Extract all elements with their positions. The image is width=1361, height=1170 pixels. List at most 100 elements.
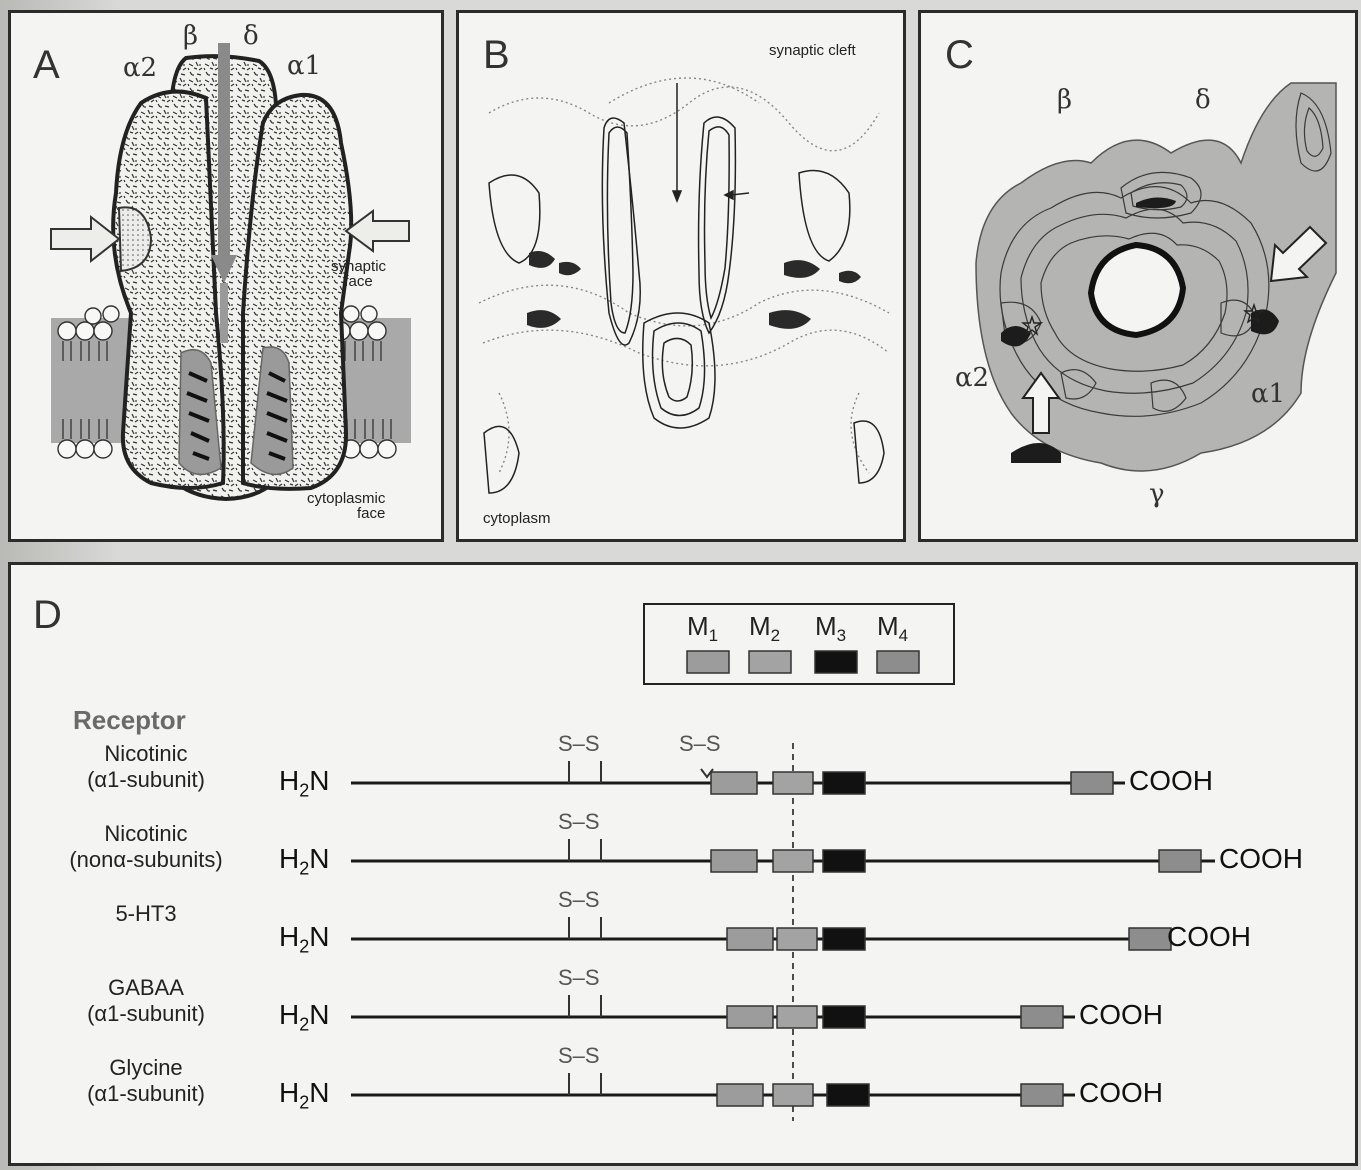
label-cytoplasmic-face: cytoplasmic face (307, 491, 385, 521)
segment-m4 (1129, 928, 1171, 950)
segment-m2 (777, 1006, 817, 1028)
receptor-heading: Receptor (73, 707, 186, 733)
n-term-rest: N (309, 999, 329, 1030)
panel-d-label: D (33, 595, 62, 635)
n-term-sub: 2 (299, 859, 309, 879)
segment-m2 (773, 850, 813, 872)
panel-a: A α2 β δ α1 synaptic face cytoplasmic fa… (8, 10, 444, 542)
label-gamma: γ (1149, 481, 1165, 507)
n-term-sub: 2 (299, 937, 309, 957)
panel-b: B synaptic cleft cytoplasm (456, 10, 906, 542)
side-density-contour-map (459, 13, 909, 545)
segment-m3 (823, 1006, 865, 1028)
legend-label-base: M (749, 611, 771, 641)
label-alpha2: α2 (955, 365, 989, 391)
segment-m3 (827, 1084, 869, 1106)
cys-loop-bridge (569, 995, 601, 1017)
label-alpha1: α1 (287, 53, 321, 79)
segment-m3 (823, 772, 865, 794)
n-term-sub: 2 (299, 1093, 309, 1113)
segment-m4 (1159, 850, 1201, 872)
receptor-name-line1: Nicotinic (41, 821, 251, 847)
segment-m1 (717, 1084, 763, 1106)
c-terminus-label: COOH (1079, 1079, 1163, 1107)
c-terminus-label: COOH (1167, 923, 1251, 951)
segment-m2 (773, 772, 813, 794)
segment-m1 (727, 928, 773, 950)
segment-m3 (823, 850, 865, 872)
n-term-base: H (279, 843, 299, 874)
panel-a-label: A (33, 45, 60, 85)
cys-loop-bridge (569, 917, 601, 939)
receptor-name: GABAA(α1-subunit) (41, 975, 251, 1027)
label-synaptic-cleft: synaptic cleft (769, 43, 856, 58)
legend-label-m2: M2 (749, 613, 780, 644)
central-pore (1091, 245, 1183, 335)
cys-loop-bridge (569, 761, 601, 783)
segment-m4 (1071, 772, 1113, 794)
segment-m1 (711, 772, 757, 794)
receptor-name-line2: (α1-subunit) (41, 1081, 251, 1107)
legend-label-m3: M3 (815, 613, 846, 644)
n-term-rest: N (309, 843, 329, 874)
panel-b-label: B (483, 35, 510, 75)
n-term-base: H (279, 921, 299, 952)
c-terminus-label: COOH (1219, 845, 1303, 873)
segment-m1 (727, 1006, 773, 1028)
c-terminus-label: COOH (1079, 1001, 1163, 1029)
label-cytoplasm: cytoplasm (483, 511, 551, 526)
n-terminus-label: H2N (279, 923, 329, 956)
vicinal-disulfide-label: S–S (679, 733, 721, 755)
label-beta: β (183, 23, 198, 49)
cys-loop-bridge (569, 839, 601, 861)
receptor-name-line2: (α1-subunit) (41, 1001, 251, 1027)
receptor-name-line1: GABAA (41, 975, 251, 1001)
n-terminus-label: H2N (279, 1079, 329, 1112)
n-term-base: H (279, 1077, 299, 1108)
receptor-name: Nicotinic(nonα-subunits) (41, 821, 251, 873)
disulfide-label: S–S (558, 811, 600, 833)
legend-label-base: M (815, 611, 837, 641)
cys-loop-bridge (569, 1073, 601, 1095)
legend-label-sub: 1 (709, 626, 718, 645)
n-term-rest: N (309, 765, 329, 796)
legend-label-m4: M4 (877, 613, 908, 644)
segment-m2 (773, 1084, 813, 1106)
label-delta: δ (243, 23, 259, 49)
n-terminus-label: H2N (279, 767, 329, 800)
n-term-base: H (279, 999, 299, 1030)
n-term-sub: 2 (299, 781, 309, 801)
arrow-right-binding-site (346, 211, 409, 251)
receptor-name-line2: (α1-subunit) (41, 767, 251, 793)
label-synaptic-face: synaptic face (331, 259, 386, 289)
receptor-name: 5-HT3 (41, 901, 251, 927)
segment-m4 (1021, 1006, 1063, 1028)
panel-c-label: C (945, 35, 974, 75)
receptor-name-line2: (nonα-subunits) (41, 847, 251, 873)
label-alpha1: α1 (1251, 381, 1285, 407)
legend-label-sub: 3 (837, 626, 846, 645)
segment-m1 (711, 850, 757, 872)
legend-label-m1: M1 (687, 613, 718, 644)
disulfide-label: S–S (558, 967, 600, 989)
disulfide-label: S–S (558, 889, 600, 911)
n-term-rest: N (309, 1077, 329, 1108)
label-beta: β (1057, 87, 1072, 113)
label-alpha2: α2 (123, 55, 157, 81)
legend-label-sub: 2 (771, 626, 780, 645)
receptor-name-line1: 5-HT3 (41, 901, 251, 927)
segment-m3 (823, 928, 865, 950)
segment-m4 (1021, 1084, 1063, 1106)
legend-label-base: M (877, 611, 899, 641)
receptor-name-line1: Nicotinic (41, 741, 251, 767)
c-terminus-label: COOH (1129, 767, 1213, 795)
disulfide-label: S–S (558, 733, 600, 755)
n-term-rest: N (309, 921, 329, 952)
arrow-left-binding-site (51, 217, 119, 261)
segment-m2 (777, 928, 817, 950)
legend-label-sub: 4 (899, 626, 908, 645)
receptor-name: Glycine(α1-subunit) (41, 1055, 251, 1107)
legend-label-base: M (687, 611, 709, 641)
ion-pathway-arrow (218, 43, 230, 258)
